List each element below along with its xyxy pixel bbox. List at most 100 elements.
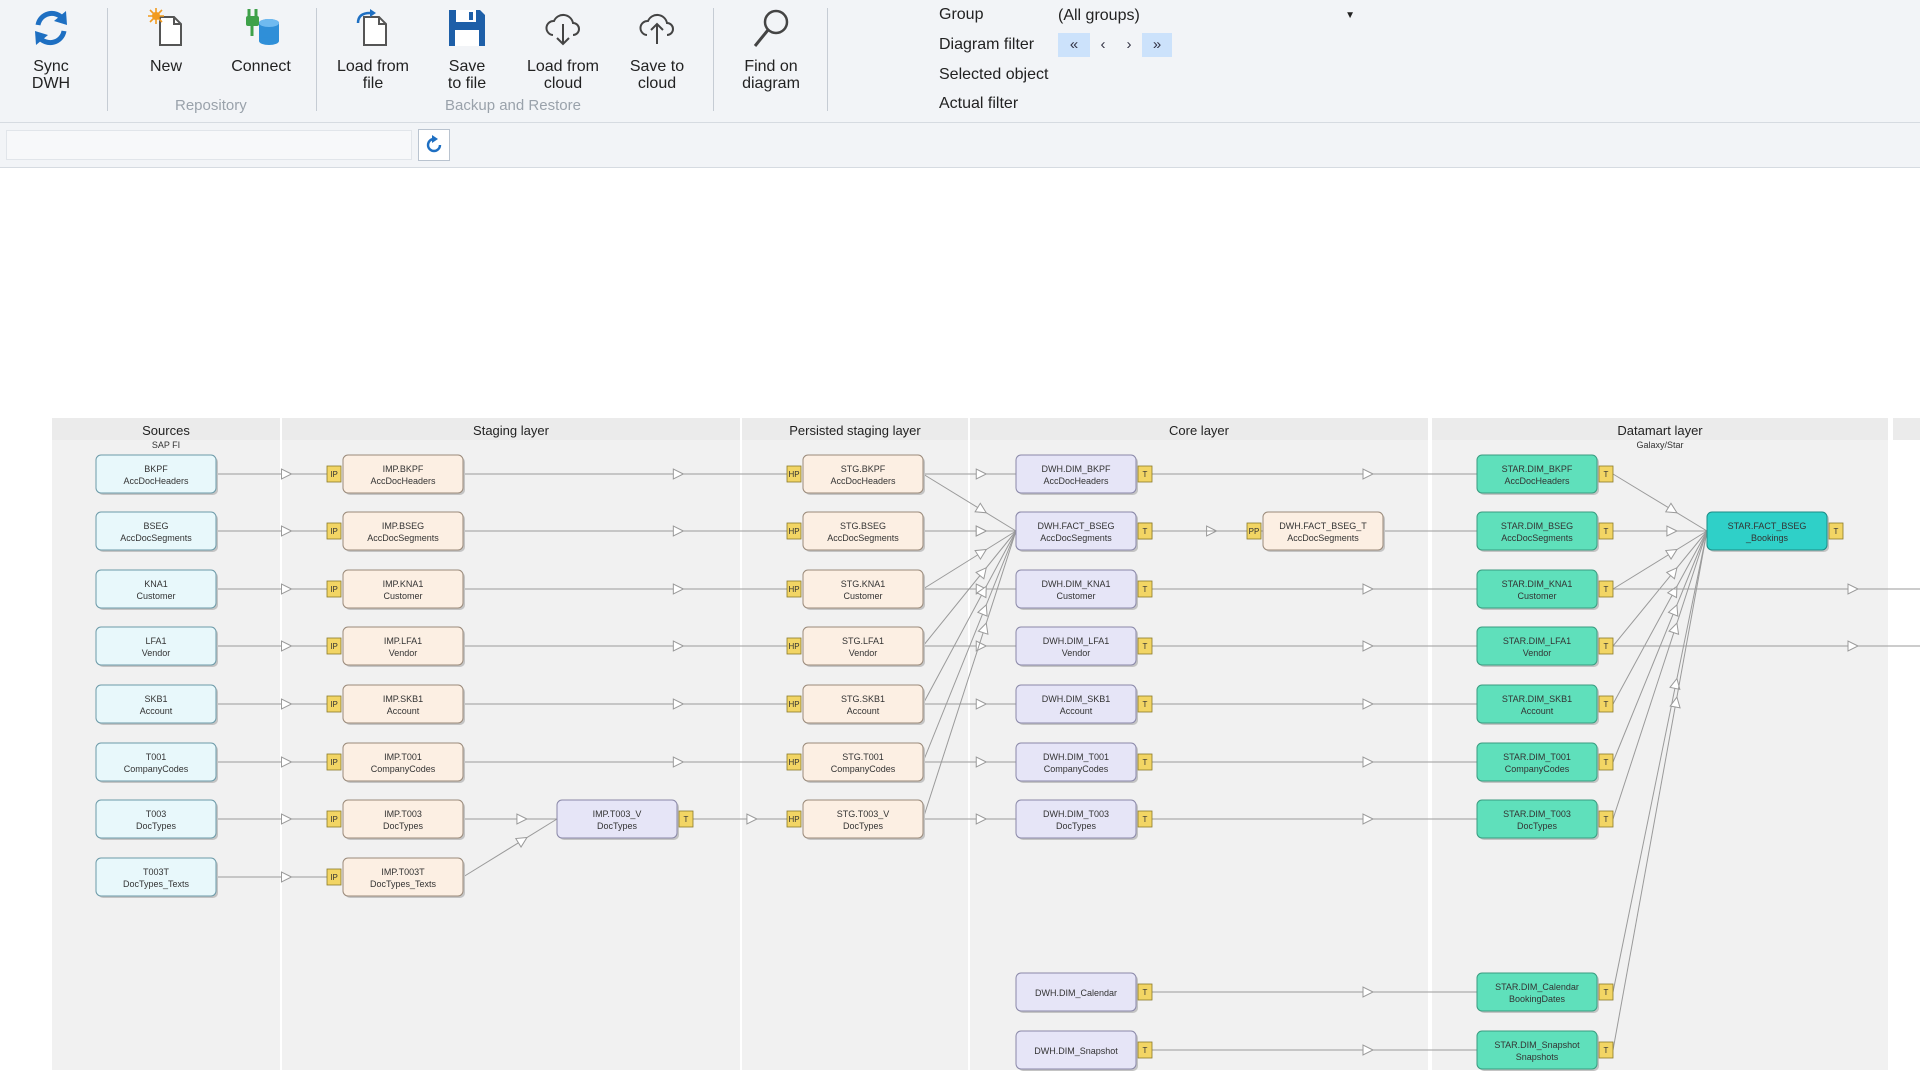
lineage-edge (462, 818, 558, 878)
node-name: IMP.T001 (384, 752, 422, 762)
node-description: DocTypes_Texts (370, 879, 437, 889)
load-from-file-button[interactable]: Load from file (333, 6, 413, 92)
new-button[interactable]: New (143, 6, 189, 75)
group-dropdown[interactable]: (All groups) ▼ (1058, 5, 1363, 27)
sync-dwh-button[interactable]: Sync DWH (24, 6, 78, 92)
node-box (1476, 454, 1598, 494)
save-to-cloud-button[interactable]: Save to cloud (624, 6, 690, 92)
save-icon (445, 6, 489, 50)
edge-arrow (280, 871, 293, 883)
node-box (95, 569, 217, 609)
node-name: KNA1 (144, 579, 168, 589)
first-filter-button[interactable]: « (1058, 33, 1090, 57)
connect-label: Connect (231, 58, 291, 75)
edge-arrow (1362, 756, 1375, 768)
node-box (95, 684, 217, 724)
last-filter-button[interactable]: » (1142, 33, 1172, 57)
node-box (1476, 972, 1598, 1012)
selected-object-label: Selected object (939, 66, 1049, 83)
edge-arrow (975, 525, 988, 537)
node-type-badge (1598, 637, 1614, 655)
connect-button[interactable]: Connect (228, 6, 294, 75)
new-label: New (149, 58, 182, 75)
node-name: STG.BSEG (840, 521, 886, 531)
load-from-cloud-button[interactable]: Load from cloud (522, 6, 604, 92)
node-type-badge-text: T (1604, 988, 1609, 997)
edge-arrow (1667, 603, 1679, 617)
lane-title: Sources (142, 423, 190, 438)
node-description: Snapshots (1516, 1052, 1559, 1062)
node-type-badge (326, 868, 342, 886)
node-type-badge-text: T (1604, 815, 1609, 824)
node-type-badge (1598, 983, 1614, 1001)
node-type-badge (786, 465, 802, 483)
group-label: Group (939, 6, 984, 23)
save-to-file-button[interactable]: Save to file (437, 6, 497, 92)
search-toolbar (0, 123, 1920, 168)
node-description: AccDocSegments (1501, 533, 1573, 543)
next-filter-button[interactable]: › (1126, 36, 1132, 53)
lineage-edge (922, 530, 1017, 590)
previous-filter-button[interactable]: ‹ (1100, 36, 1106, 53)
node-type-badge-text: IP (330, 815, 338, 824)
node-type-badge (1828, 522, 1844, 540)
node-name: SKB1 (144, 694, 167, 704)
refresh-button[interactable] (418, 129, 450, 161)
separator (827, 8, 828, 111)
find-on-diagram-button[interactable]: Find on diagram (733, 6, 809, 92)
node-type-badge-text: PP (1249, 527, 1260, 536)
node-name: BKPF (144, 464, 168, 474)
node-description: Account (140, 706, 173, 716)
search-input[interactable] (6, 130, 412, 160)
node-name: DWH.FACT_BSEG (1037, 521, 1114, 531)
cloud-download-icon (541, 6, 585, 50)
node-box (556, 799, 678, 839)
ribbon: Sync DWH New Connect Load from file Save… (0, 0, 1920, 123)
edge-arrow (280, 468, 293, 480)
